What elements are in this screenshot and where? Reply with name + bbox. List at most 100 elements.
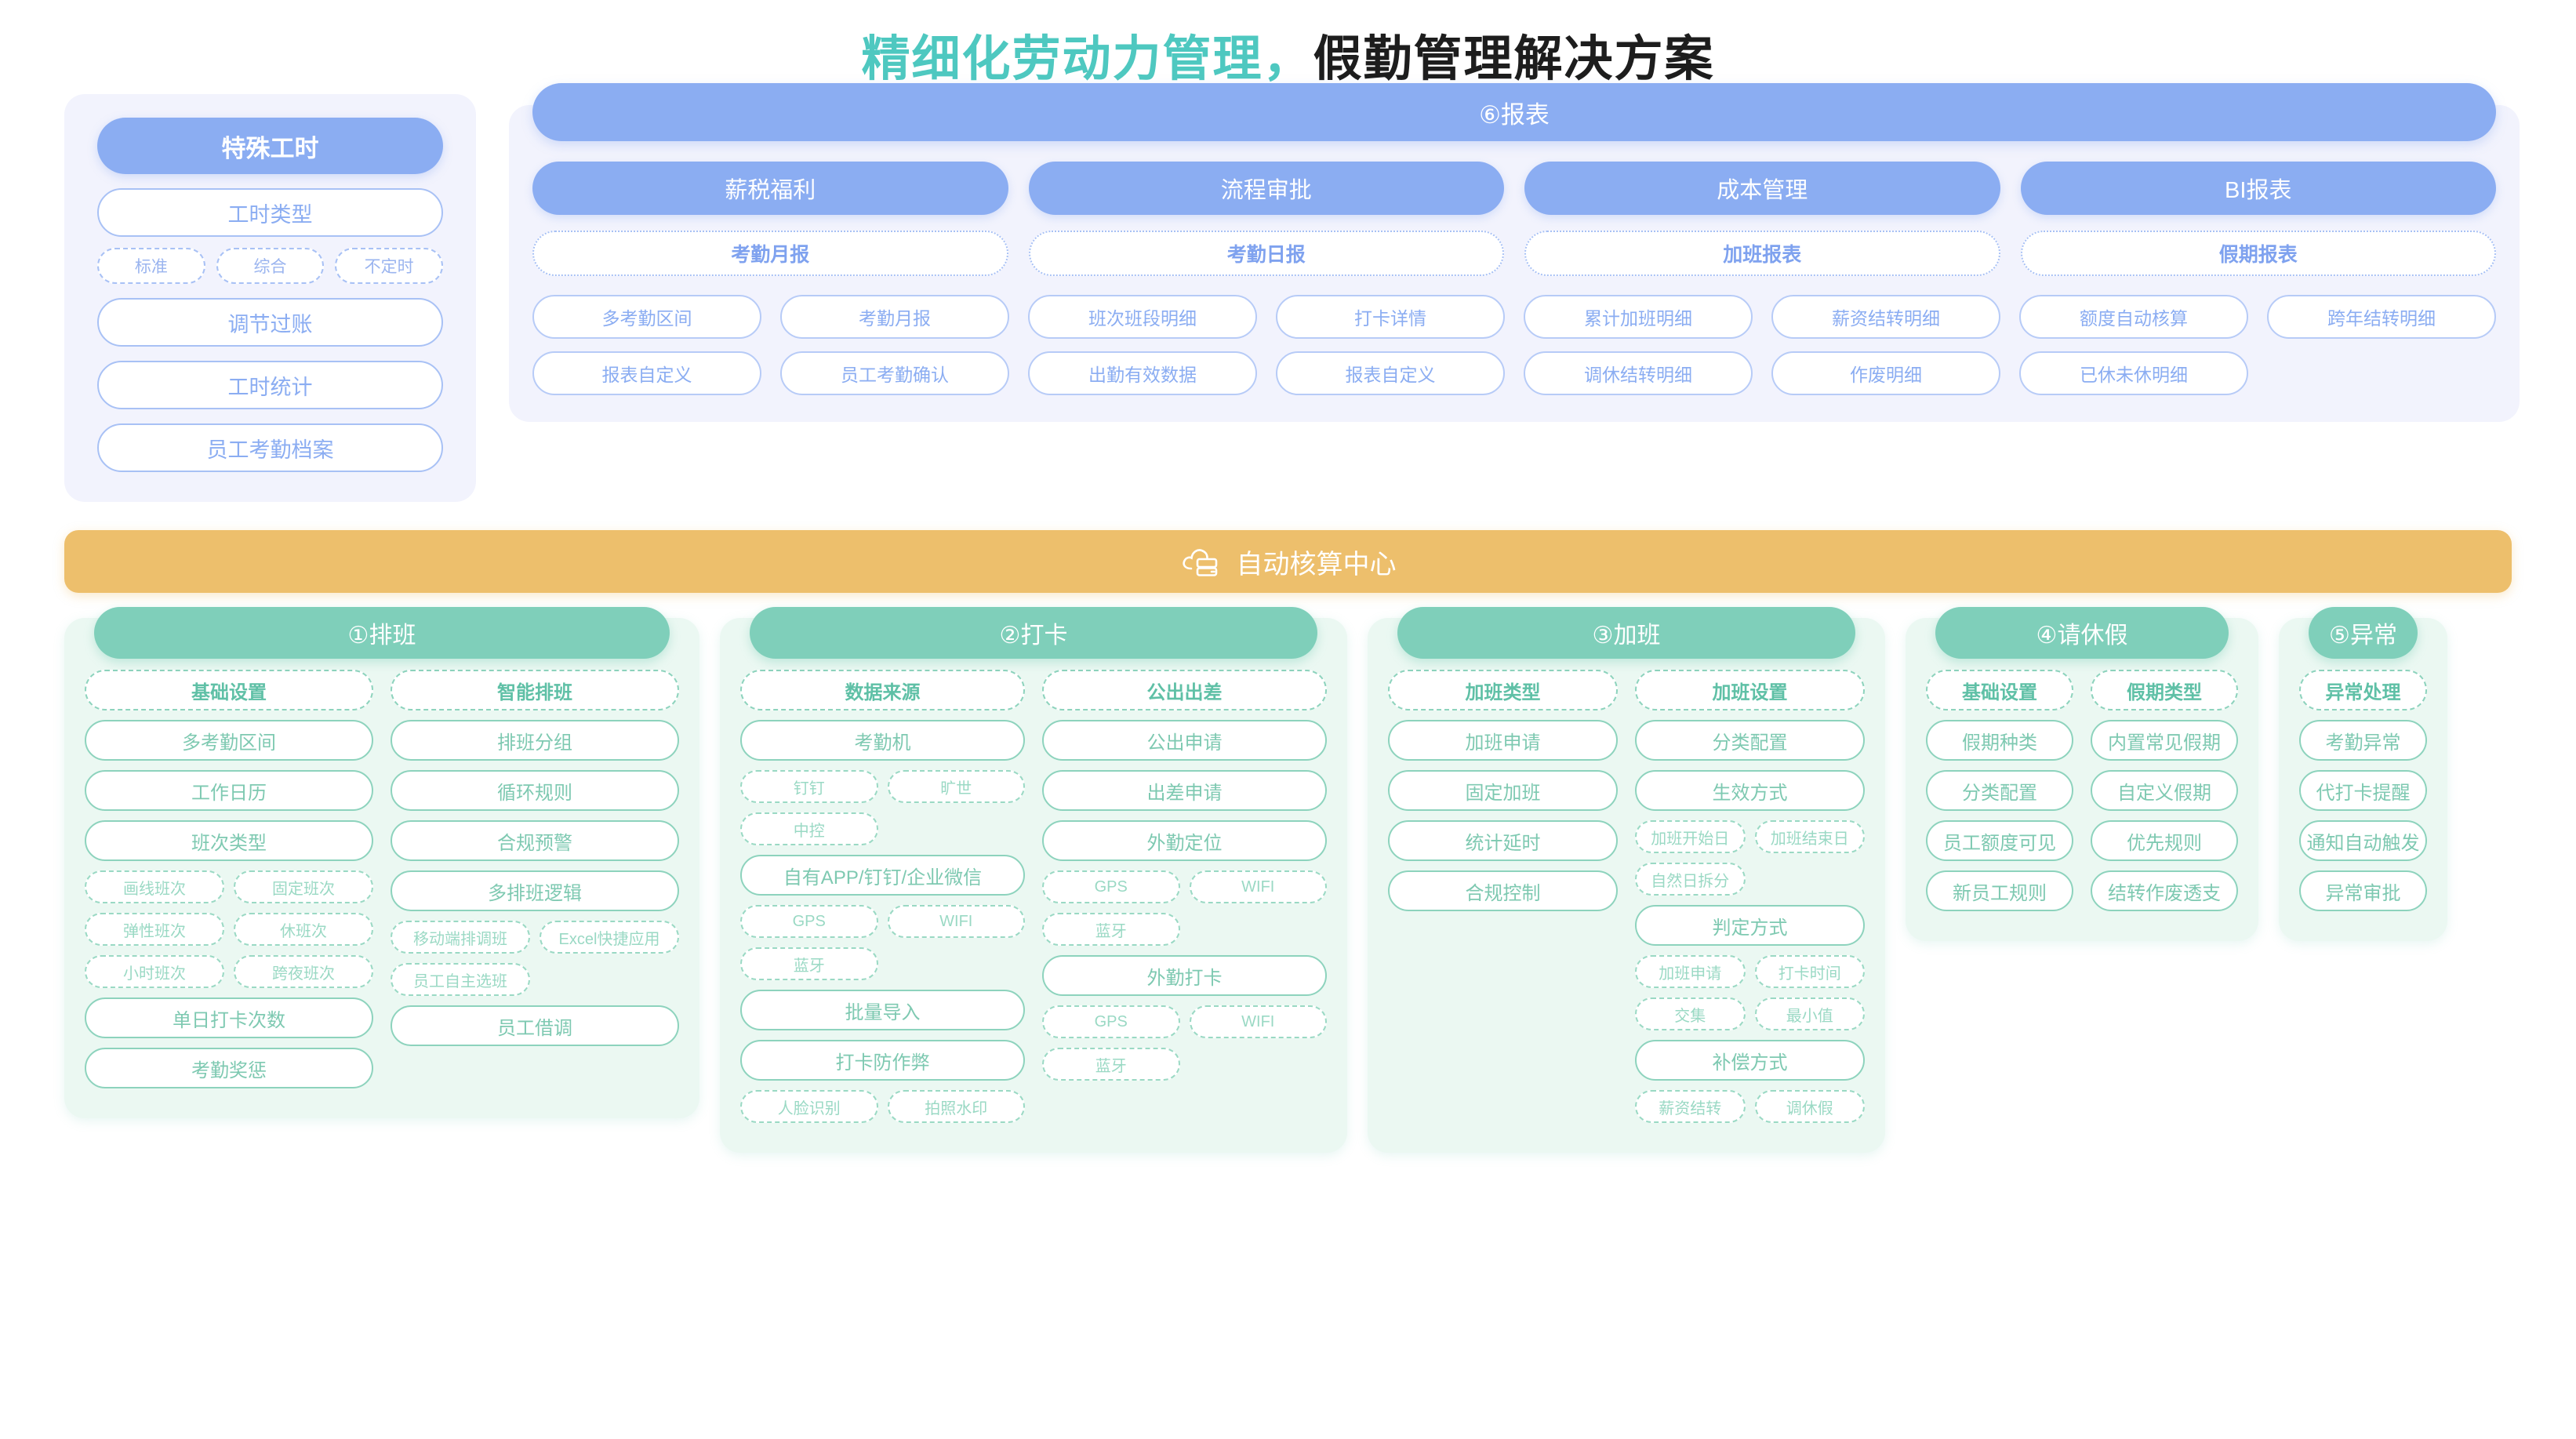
module-group-header[interactable]: 基础设置 — [1926, 670, 2073, 710]
module-tag[interactable]: 钉钉 — [740, 770, 878, 803]
special-hours-tag[interactable]: 不定时 — [335, 248, 444, 284]
module-tag[interactable]: 加班申请 — [1635, 955, 1746, 988]
reports-item[interactable]: 跨年结转明细 — [2267, 295, 2496, 339]
module-tag[interactable]: 打卡时间 — [1754, 955, 1865, 988]
module-tag[interactable]: 小时班次 — [85, 955, 224, 988]
reports-subcategory[interactable]: 考勤日报 — [1028, 231, 1504, 276]
module-item[interactable]: 批量导入 — [740, 990, 1025, 1030]
module-group-header[interactable]: 假期类型 — [2091, 670, 2238, 710]
reports-category[interactable]: 成本管理 — [1524, 162, 2000, 215]
reports-item[interactable]: 报表自定义 — [1276, 351, 1505, 395]
module-tag[interactable]: 蓝牙 — [1042, 913, 1180, 946]
module-item[interactable]: 合规预警 — [391, 820, 679, 861]
special-hours-tag[interactable]: 标准 — [97, 248, 205, 284]
special-hours-item[interactable]: 调节过账 — [97, 298, 443, 347]
reports-item[interactable]: 薪资结转明细 — [1771, 295, 2000, 339]
reports-item[interactable]: 已休未休明细 — [2019, 351, 2248, 395]
module-tag[interactable]: WIFI — [1189, 1005, 1327, 1038]
module-item[interactable]: 分类配置 — [1635, 720, 1865, 761]
module-tag[interactable]: 加班结束日 — [1754, 820, 1865, 853]
special-hours-item[interactable]: 员工考勤档案 — [97, 423, 443, 472]
module-item[interactable]: 考勤异常 — [2299, 720, 2427, 761]
module-item[interactable]: 统计延时 — [1388, 820, 1618, 861]
module-item[interactable]: 新员工规则 — [1926, 870, 2073, 911]
module-group-header[interactable]: 基础设置 — [85, 670, 373, 710]
module-item[interactable]: 分类配置 — [1926, 770, 2073, 811]
module-item[interactable]: 代打卡提醒 — [2299, 770, 2427, 811]
module-item[interactable]: 自有APP/钉钉/企业微信 — [740, 855, 1025, 896]
module-item[interactable]: 单日打卡次数 — [85, 997, 373, 1038]
reports-item[interactable]: 打卡详情 — [1276, 295, 1505, 339]
module-item[interactable]: 循环规则 — [391, 770, 679, 811]
module-item[interactable]: 外勤打卡 — [1042, 955, 1327, 996]
reports-item[interactable]: 出勤有效数据 — [1028, 351, 1257, 395]
module-header[interactable]: ①排班 — [94, 607, 670, 659]
module-item[interactable]: 自定义假期 — [2091, 770, 2238, 811]
module-tag[interactable]: 跨夜班次 — [234, 955, 373, 988]
module-item[interactable]: 生效方式 — [1635, 770, 1865, 811]
module-item[interactable]: 固定加班 — [1388, 770, 1618, 811]
reports-category[interactable]: BI报表 — [2020, 162, 2496, 215]
reports-item[interactable]: 额度自动核算 — [2019, 295, 2248, 339]
module-item[interactable]: 外勤定位 — [1042, 820, 1327, 861]
module-item[interactable]: 员工借调 — [391, 1005, 679, 1046]
module-tag[interactable]: WIFI — [887, 905, 1025, 938]
reports-item[interactable]: 调休结转明细 — [1524, 351, 1753, 395]
module-tag[interactable]: 加班开始日 — [1635, 820, 1746, 853]
module-header[interactable]: ④请休假 — [1935, 607, 2229, 659]
module-tag[interactable]: 旷世 — [887, 770, 1025, 803]
reports-item[interactable]: 考勤月报 — [780, 295, 1009, 339]
module-item[interactable]: 工作日历 — [85, 770, 373, 811]
module-header[interactable]: ⑤异常 — [2309, 607, 2418, 659]
module-tag[interactable]: 休班次 — [234, 913, 373, 946]
module-item[interactable]: 多考勤区间 — [85, 720, 373, 761]
module-group-header[interactable]: 数据来源 — [740, 670, 1025, 710]
module-tag[interactable]: Excel快捷应用 — [540, 921, 679, 954]
module-item[interactable]: 假期种类 — [1926, 720, 2073, 761]
module-item[interactable]: 异常审批 — [2299, 870, 2427, 911]
module-item[interactable]: 结转作废透支 — [2091, 870, 2238, 911]
module-item[interactable]: 补偿方式 — [1635, 1040, 1865, 1081]
module-item[interactable]: 通知自动触发 — [2299, 820, 2427, 861]
module-item[interactable]: 公出申请 — [1042, 720, 1327, 761]
reports-category[interactable]: 薪税福利 — [532, 162, 1008, 215]
reports-item[interactable]: 班次班段明细 — [1028, 295, 1257, 339]
module-item[interactable]: 加班申请 — [1388, 720, 1618, 761]
module-group-header[interactable]: 智能排班 — [391, 670, 679, 710]
module-item[interactable]: 合规控制 — [1388, 870, 1618, 911]
module-tag[interactable]: 固定班次 — [234, 870, 373, 903]
module-item[interactable]: 判定方式 — [1635, 905, 1865, 946]
reports-item[interactable]: 累计加班明细 — [1524, 295, 1753, 339]
module-group-header[interactable]: 加班设置 — [1635, 670, 1865, 710]
reports-item[interactable]: 报表自定义 — [532, 351, 761, 395]
module-tag[interactable]: 薪资结转 — [1635, 1090, 1746, 1123]
module-tag[interactable]: GPS — [1042, 870, 1180, 903]
module-header[interactable]: ③加班 — [1397, 607, 1855, 659]
module-item[interactable]: 员工额度可见 — [1926, 820, 2073, 861]
special-hours-item[interactable]: 工时统计 — [97, 361, 443, 409]
module-tag[interactable]: GPS — [1042, 1005, 1180, 1038]
reports-subcategory[interactable]: 假期报表 — [2020, 231, 2496, 276]
module-tag[interactable]: 蓝牙 — [740, 947, 878, 980]
module-tag[interactable]: 员工自主选班 — [391, 963, 530, 996]
module-item[interactable]: 考勤奖惩 — [85, 1048, 373, 1088]
module-tag[interactable]: GPS — [740, 905, 878, 938]
module-tag[interactable]: 调休假 — [1754, 1090, 1865, 1123]
module-item[interactable]: 班次类型 — [85, 820, 373, 861]
module-item[interactable]: 多排班逻辑 — [391, 870, 679, 911]
module-tag[interactable]: 画线班次 — [85, 870, 224, 903]
module-item[interactable]: 打卡防作弊 — [740, 1040, 1025, 1081]
module-group-header[interactable]: 异常处理 — [2299, 670, 2427, 710]
module-tag[interactable]: 交集 — [1635, 997, 1746, 1030]
special-hours-tag[interactable]: 综合 — [216, 248, 325, 284]
module-header[interactable]: ②打卡 — [750, 607, 1317, 659]
module-tag[interactable]: 自然日拆分 — [1635, 863, 1746, 896]
module-tag[interactable]: 中控 — [740, 812, 878, 845]
module-group-header[interactable]: 加班类型 — [1388, 670, 1618, 710]
module-item[interactable]: 优先规则 — [2091, 820, 2238, 861]
reports-subcategory[interactable]: 考勤月报 — [532, 231, 1008, 276]
reports-item[interactable]: 多考勤区间 — [532, 295, 761, 339]
reports-category[interactable]: 流程审批 — [1028, 162, 1504, 215]
module-tag[interactable]: 人脸识别 — [740, 1090, 878, 1123]
module-item[interactable]: 出差申请 — [1042, 770, 1327, 811]
